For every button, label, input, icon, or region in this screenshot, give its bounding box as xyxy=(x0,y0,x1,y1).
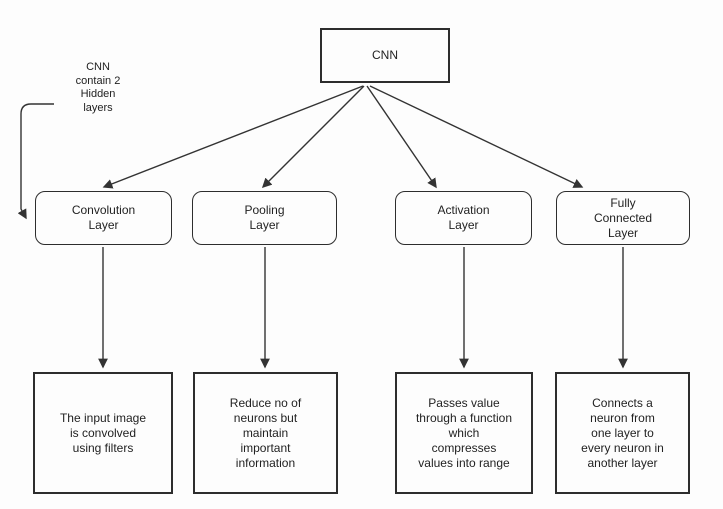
desc-convolution-layer-text: The input image is convolved using filte… xyxy=(59,410,147,455)
node-activation-layer: Activation Layer xyxy=(395,191,532,245)
desc-activation-layer: Passes value through a function which co… xyxy=(395,372,533,494)
connector-cnn-to-pooling xyxy=(261,85,365,189)
desc-activation-layer-text: Passes value through a function which co… xyxy=(415,395,513,470)
connector-cnn-to-activation xyxy=(366,85,437,189)
connector-annotation-to-convolution xyxy=(17,103,54,220)
desc-pooling-layer-text: Reduce no of neurons but maintain import… xyxy=(229,395,302,470)
node-convolution-layer-label: Convolution Layer xyxy=(71,203,136,232)
desc-convolution-layer: The input image is convolved using filte… xyxy=(33,372,173,494)
node-pooling-layer-label: Pooling Layer xyxy=(244,203,285,232)
node-convolution-layer: Convolution Layer xyxy=(35,191,172,245)
node-cnn: CNN xyxy=(320,28,450,83)
node-fully-connected-layer-label: Fully Connected Layer xyxy=(593,195,653,240)
desc-fully-connected-layer-text: Connects a neuron from one layer to ever… xyxy=(581,395,664,470)
node-activation-layer-label: Activation Layer xyxy=(437,203,490,232)
node-cnn-label: CNN xyxy=(372,48,398,62)
node-fully-connected-layer: Fully Connected Layer xyxy=(556,191,690,245)
connector-cnn-to-convolution xyxy=(102,85,364,189)
node-pooling-layer: Pooling Layer xyxy=(192,191,337,245)
connector-cnn-to-fully-connected xyxy=(369,85,584,188)
desc-fully-connected-layer: Connects a neuron from one layer to ever… xyxy=(555,372,690,494)
desc-pooling-layer: Reduce no of neurons but maintain import… xyxy=(193,372,338,494)
annotation-note: CNN contain 2 Hidden layers xyxy=(75,61,121,114)
